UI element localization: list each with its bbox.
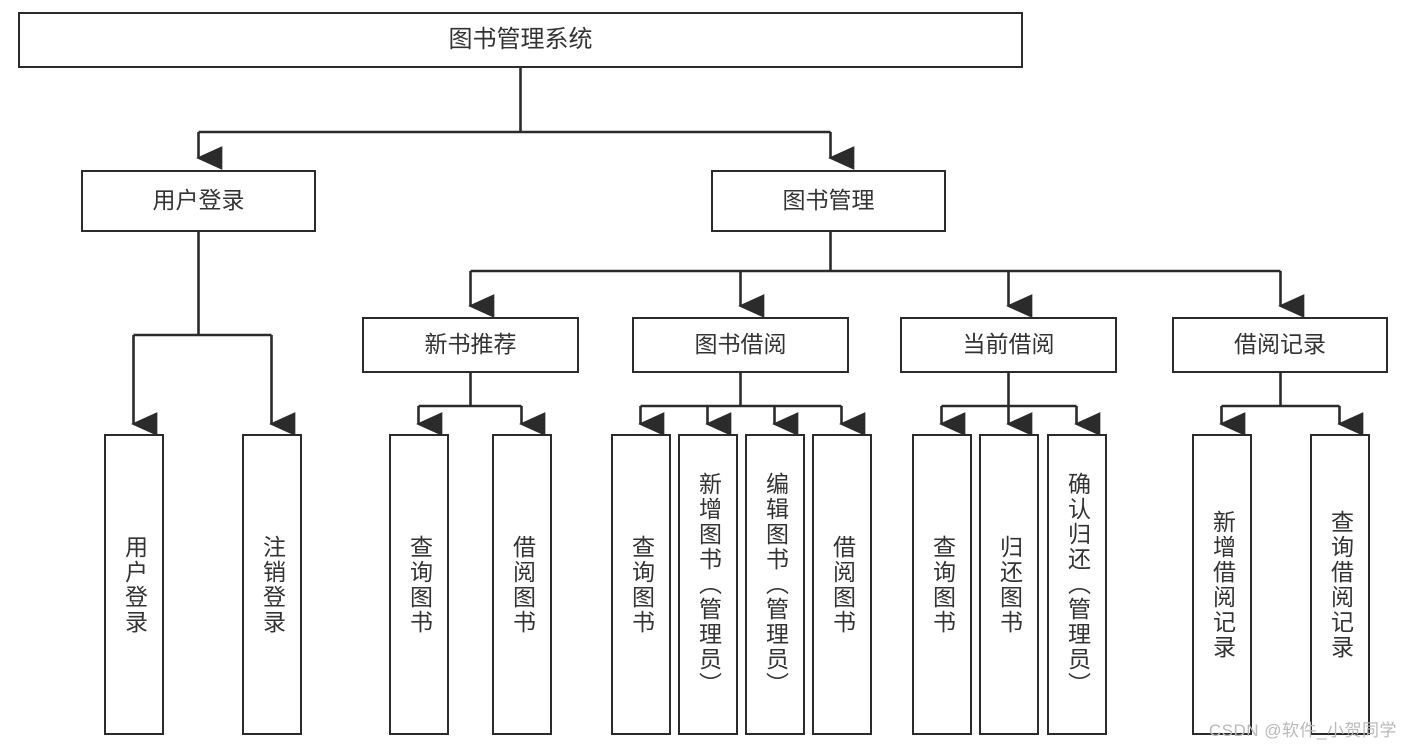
node-leaf-query-book-1[interactable]: 查询图书 <box>389 434 449 735</box>
node-leaf-add-book[interactable]: 新增图书（管理员） <box>678 434 738 735</box>
node-leaf-add-book-label: 新增图书（管理员） <box>695 472 722 697</box>
node-leaf-query-record-label: 查询借阅记录 <box>1327 509 1354 660</box>
node-new-book-recommend-label: 新书推荐 <box>424 331 517 358</box>
node-leaf-query-book-2-label: 查询图书 <box>628 534 655 635</box>
node-leaf-query-record[interactable]: 查询借阅记录 <box>1310 434 1370 735</box>
node-leaf-borrow-book-2[interactable]: 借阅图书 <box>812 434 872 735</box>
node-leaf-user-login[interactable]: 用户登录 <box>104 434 164 735</box>
node-leaf-logout-login[interactable]: 注销登录 <box>242 434 302 735</box>
node-leaf-edit-book[interactable]: 编辑图书（管理员） <box>745 434 805 735</box>
node-borrow-record-label: 借阅记录 <box>1234 331 1326 358</box>
node-user-login-label: 用户登录 <box>152 187 245 214</box>
node-root-system[interactable]: 图书管理系统 <box>18 12 1023 68</box>
node-leaf-confirm-return-label: 确认归还（管理员） <box>1064 472 1091 697</box>
csdn-watermark: CSDN @软件_小贺同学 <box>1208 721 1397 740</box>
node-new-book-recommend[interactable]: 新书推荐 <box>362 317 579 373</box>
node-root-system-label: 图书管理系统 <box>448 25 593 53</box>
node-leaf-query-book-1-label: 查询图书 <box>406 534 433 635</box>
node-current-borrow-label: 当前借阅 <box>962 331 1055 358</box>
node-leaf-borrow-book-1[interactable]: 借阅图书 <box>492 434 552 735</box>
node-book-management[interactable]: 图书管理 <box>711 170 946 232</box>
node-leaf-add-record-label: 新增借阅记录 <box>1209 509 1236 660</box>
node-book-borrow-label: 图书借阅 <box>694 331 787 358</box>
node-leaf-edit-book-label: 编辑图书（管理员） <box>762 472 789 697</box>
node-leaf-query-book-3[interactable]: 查询图书 <box>912 434 972 735</box>
node-current-borrow[interactable]: 当前借阅 <box>900 317 1117 373</box>
node-leaf-query-book-3-label: 查询图书 <box>929 534 956 635</box>
node-leaf-return-book-label: 归还图书 <box>996 534 1023 635</box>
node-leaf-borrow-book-1-label: 借阅图书 <box>509 534 536 635</box>
node-leaf-return-book[interactable]: 归还图书 <box>979 434 1039 735</box>
node-leaf-query-book-2[interactable]: 查询图书 <box>611 434 671 735</box>
node-book-borrow[interactable]: 图书借阅 <box>632 317 849 373</box>
node-leaf-user-login-label: 用户登录 <box>121 534 148 635</box>
node-leaf-borrow-book-2-label: 借阅图书 <box>829 534 856 635</box>
node-leaf-confirm-return[interactable]: 确认归还（管理员） <box>1047 434 1107 735</box>
node-borrow-record[interactable]: 借阅记录 <box>1172 317 1388 373</box>
node-user-login[interactable]: 用户登录 <box>81 170 316 232</box>
node-leaf-logout-login-label: 注销登录 <box>259 534 286 635</box>
node-leaf-add-record[interactable]: 新增借阅记录 <box>1192 434 1252 735</box>
node-book-management-label: 图书管理 <box>782 187 875 214</box>
